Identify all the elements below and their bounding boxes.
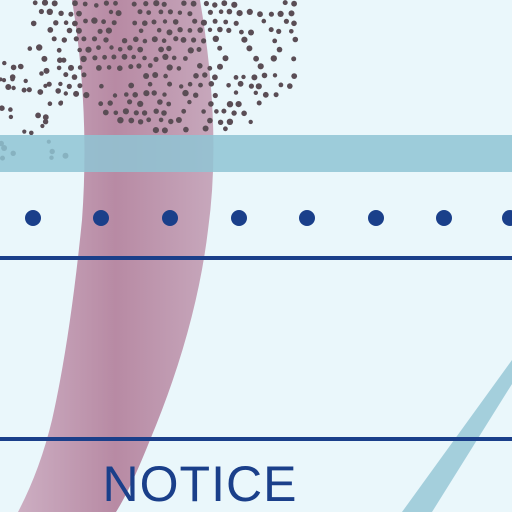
diagonal-stripe: [402, 360, 512, 512]
stipple-dot-cluster: [0, 0, 299, 161]
notice-heading: NOTICE: [102, 456, 298, 512]
teal-band: [0, 135, 512, 172]
dot-leader-row: [25, 210, 512, 226]
lower-rule: [0, 437, 512, 441]
upper-rule: [0, 256, 512, 260]
